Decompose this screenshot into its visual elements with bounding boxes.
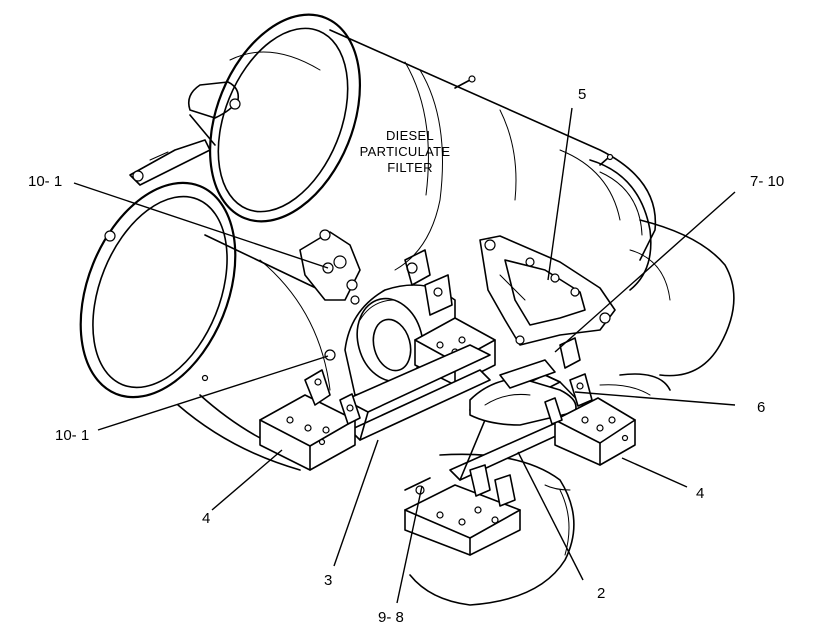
callout-10-1-top: 10- 1 [28,173,62,190]
filter-caption-line-1: DIESEL [386,128,434,143]
callout-9-8: 9- 8 [378,609,404,626]
leader-6 [574,391,736,406]
leader-lines [73,107,736,604]
leader-10-1-bottom [97,355,329,431]
lower-mount-block [404,464,521,556]
callout-3: 3 [324,572,332,589]
lower-filter-cylinder [79,181,735,606]
right-mount-block [544,373,636,466]
leader-9-8 [396,485,423,604]
callout-4-left: 4 [202,510,210,527]
right-cradle [479,235,616,369]
leader-5 [547,107,573,281]
callout-7-10: 7- 10 [750,173,784,190]
leader-2 [517,451,584,581]
left-mount-block [259,369,361,471]
filter-caption-line-3: FILTER [387,160,433,175]
leader-10-1-top [73,182,329,269]
filter-caption-line-2: PARTICULATE [360,144,451,159]
callout-2: 2 [597,585,605,602]
leader-4-left [211,449,283,511]
leader-7-10 [554,191,736,353]
callout-10-1-bottom: 10- 1 [55,427,89,444]
callout-6: 6 [757,399,765,416]
callout-5: 5 [578,86,586,103]
leader-4-right [621,457,688,488]
leader-3 [333,439,379,567]
callout-4-right: 4 [696,485,704,502]
upper-filter-cylinder [129,13,657,291]
